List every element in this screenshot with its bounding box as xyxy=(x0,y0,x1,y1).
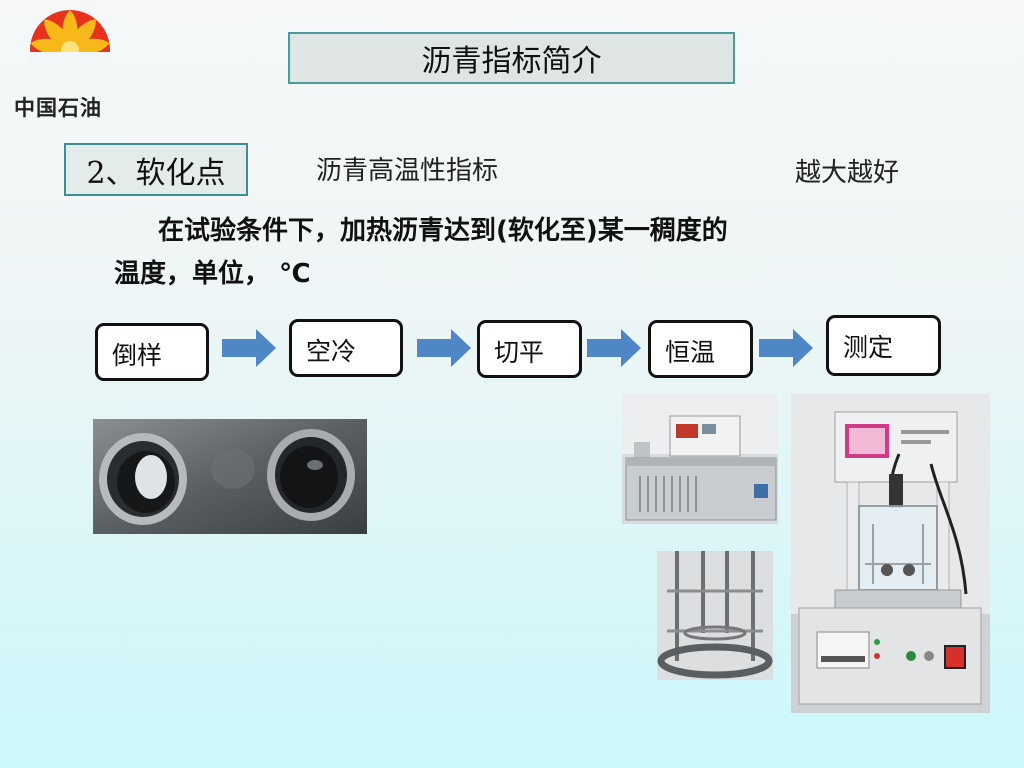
step-constant-temperature: 恒温 xyxy=(648,320,753,378)
petrochina-logo xyxy=(28,10,112,92)
arrow-right-icon xyxy=(417,329,471,367)
definition-line-2: 温度，单位， ℃ xyxy=(114,259,311,289)
step-measure: 测定 xyxy=(826,315,941,376)
arrow-right-icon xyxy=(222,329,276,367)
step-pour-sample: 倒样 xyxy=(95,323,209,381)
arrow-right-icon xyxy=(759,329,813,367)
step-trim-flat: 切平 xyxy=(477,320,582,378)
ring-holder-photo xyxy=(657,551,773,680)
logo-text: 中国石油 xyxy=(14,96,102,120)
indicator-subtitle: 沥青高温性指标 xyxy=(316,156,499,186)
definition-text: 在试验条件下，加热沥青达到(软化至)某一稠度的 温度，单位， ℃ xyxy=(114,210,934,296)
page-title: 沥青指标简介 xyxy=(288,32,735,84)
sample-rings-photo xyxy=(93,419,367,534)
definition-line-1: 在试验条件下，加热沥青达到(软化至)某一稠度的 xyxy=(158,216,728,246)
arrow-right-icon xyxy=(587,329,641,367)
water-bath-photo xyxy=(622,394,778,524)
softening-point-apparatus-photo xyxy=(791,394,990,713)
evaluation-note: 越大越好 xyxy=(795,158,900,188)
section-heading: 2、软化点 xyxy=(64,143,248,196)
step-air-cool: 空冷 xyxy=(289,319,403,377)
